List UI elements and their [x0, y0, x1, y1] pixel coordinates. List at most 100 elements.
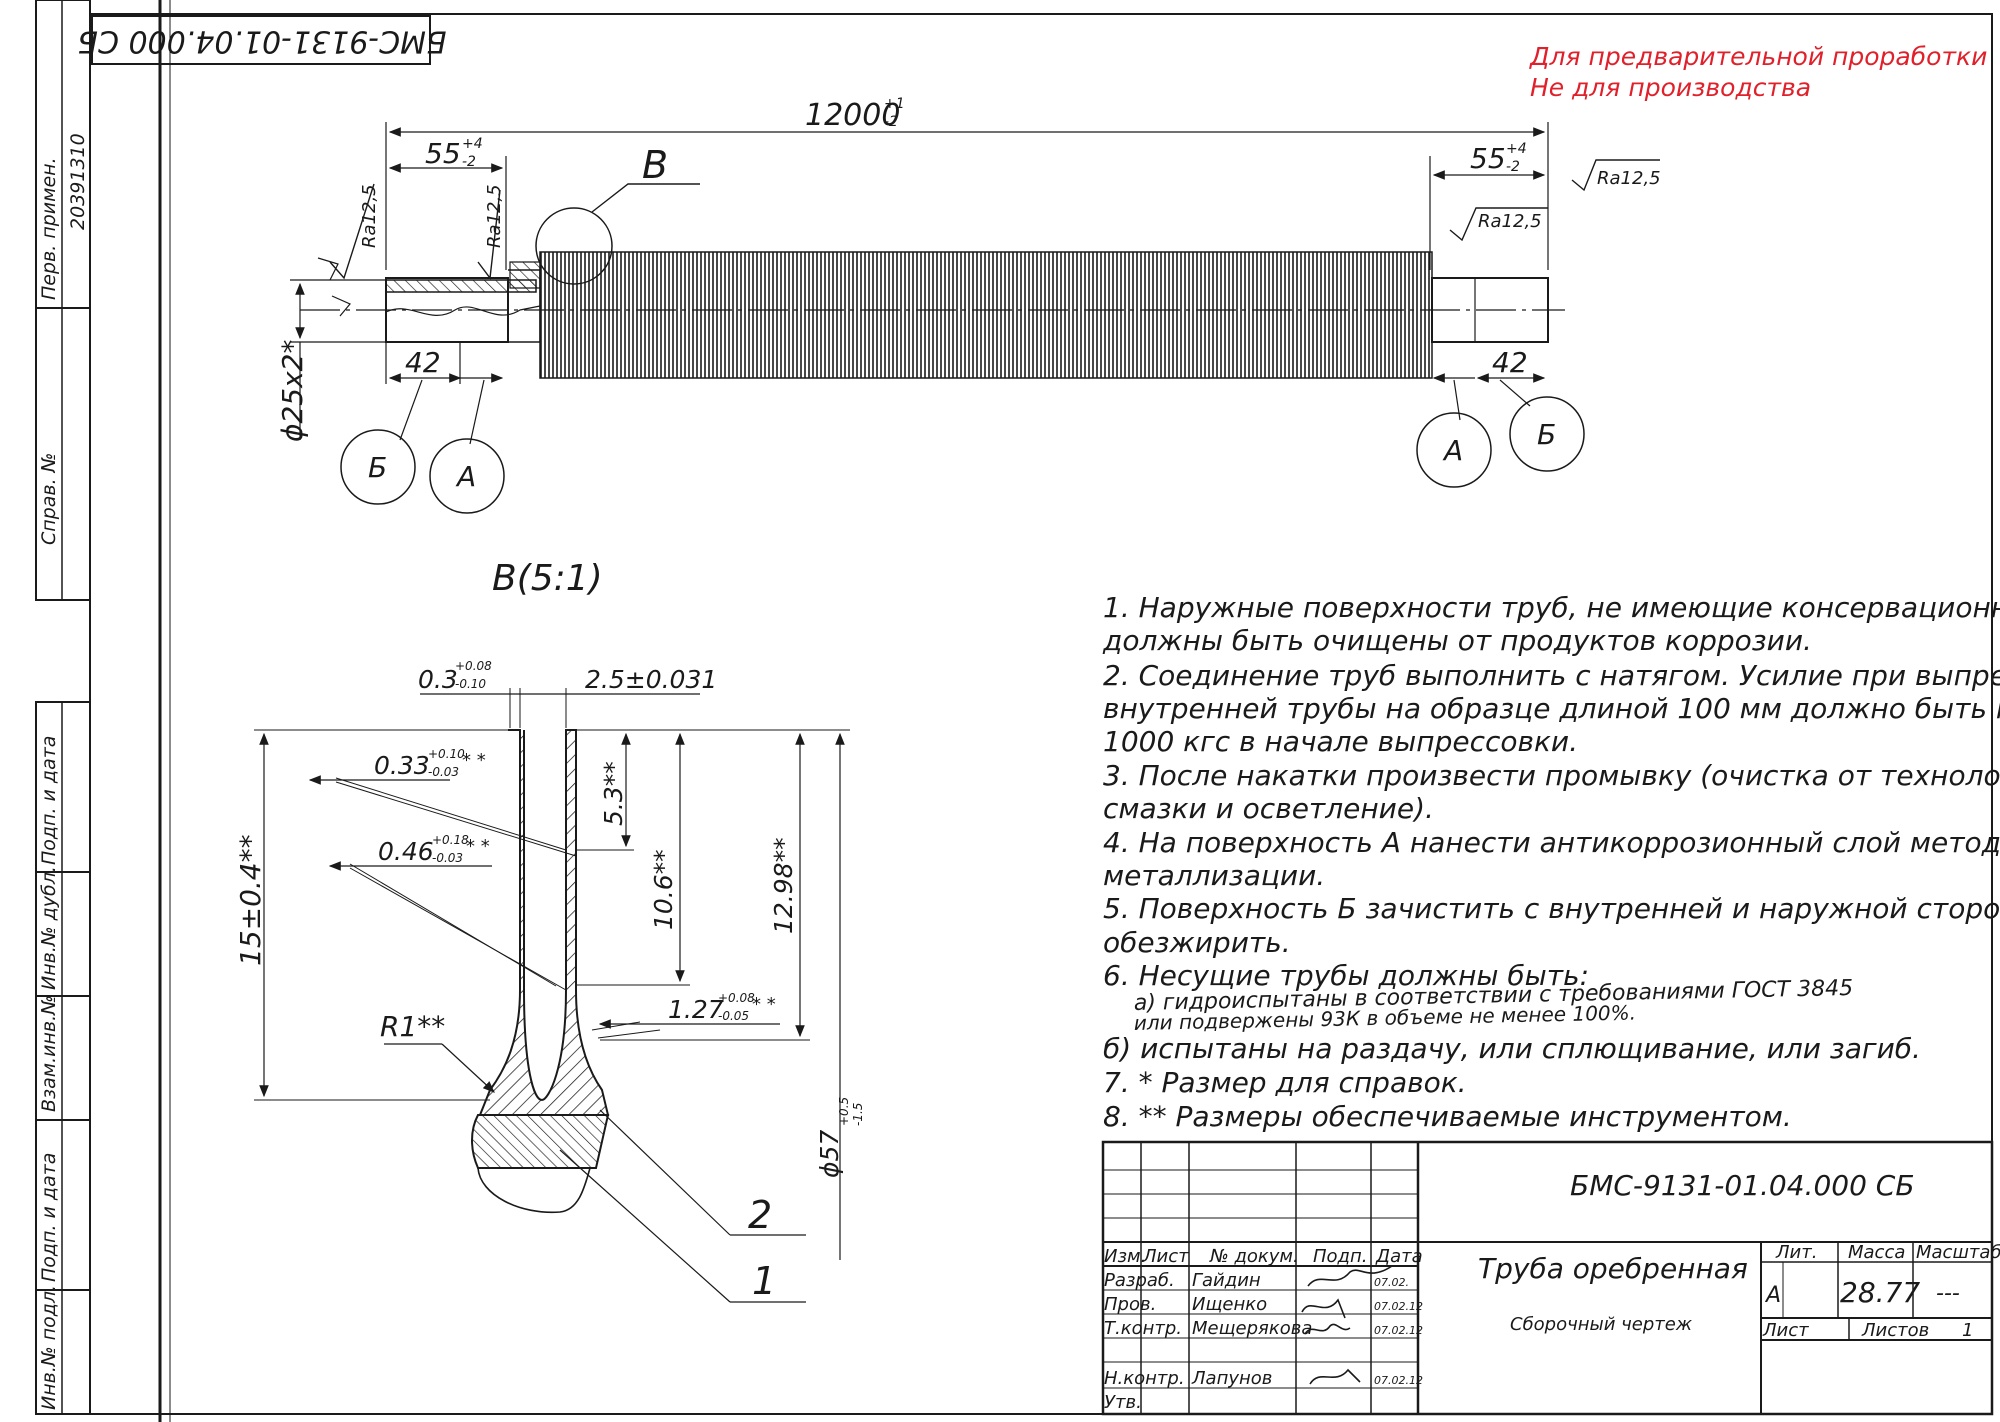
name-nkontr: Лапунов [1191, 1368, 1272, 1389]
balloon-1: 1 [752, 1259, 776, 1303]
sheets-value: 1 [1962, 1320, 1973, 1341]
row-nkontr: Н.контр. [1104, 1368, 1185, 1389]
hdr-podp: Подп. [1313, 1246, 1367, 1267]
detail-title: В(5:1) [492, 558, 603, 599]
hdr-list: Лист [1142, 1246, 1189, 1267]
dim-10-6: 10.6** [649, 849, 678, 930]
dim-0-3: 0.3 [418, 665, 458, 694]
balloon-a-left: А [455, 460, 476, 493]
vzam-inv-label: Взам.инв.№ [38, 995, 60, 1112]
drawing-number-box: БМС-9131-01.04.000 СБ [77, 15, 447, 65]
dim-1-27-mark: * * [752, 994, 776, 1015]
overall-length: 12000 [805, 98, 900, 133]
signature-prov [1301, 1298, 1346, 1319]
note-line: 1000 кгс в начале выпрессовки. [1103, 725, 1578, 758]
row-prov: Пров. [1104, 1294, 1156, 1315]
date-tkontr: 07.02.12 [1374, 1324, 1423, 1337]
perv-primen-label: Перв. примен. [38, 157, 60, 300]
note-line: 3. После накатки произвести промывку (оч… [1103, 759, 2000, 792]
hdr-data: Дата [1375, 1246, 1423, 1267]
hdr-izm: Изм. [1104, 1246, 1146, 1267]
date-nkontr: 07.02.12 [1374, 1374, 1423, 1387]
dim-57-dn: -1.5 [851, 1103, 865, 1126]
note-line: 7. * Размер для справок. [1103, 1066, 1467, 1099]
dim-r1: R1** [380, 1010, 445, 1043]
podp-data-label-1: Подп. и дата [38, 736, 60, 865]
dim-57: ϕ57 [815, 1130, 844, 1178]
note-line: 2. Соединение труб выполнить с натягом. … [1103, 659, 2000, 692]
signature-razrab [1307, 1265, 1393, 1287]
dim-12-98: 12.98** [769, 837, 798, 934]
inv-podl-label: Инв.№ подл. [38, 1285, 60, 1410]
name-tkontr: Мещерякова [1192, 1318, 1312, 1339]
row-utv: Утв. [1104, 1392, 1142, 1413]
name-razrab: Гайдин [1192, 1270, 1261, 1291]
perv-primen-value: 20391310 [67, 133, 89, 230]
overall-tol-dn: -2 [884, 114, 898, 130]
note-line: смазки и осветление). [1103, 792, 1434, 825]
title-block: БМС-9131-01.04.000 СБ Труба оребренная С… [1101, 1140, 2000, 1416]
end-length-left: 55 [425, 137, 461, 170]
ra-right-1: Ra12,5 [1597, 168, 1661, 189]
note-line: должны быть очищены от продуктов коррози… [1102, 624, 1812, 657]
note-line: 8. ** Размеры обеспечиваемые инструменто… [1103, 1100, 1792, 1133]
dim-0-3-dn: -0.10 [455, 677, 486, 691]
end-tol-up-right: +4 [1506, 141, 1527, 157]
len-42-left: 42 [405, 346, 441, 379]
dim-0-46-up: +0.18 [432, 833, 469, 847]
note-line: б) испытаны на раздачу, или сплющивание,… [1103, 1032, 1921, 1065]
balloon-b-left: Б [368, 451, 387, 484]
stamp-note-line-1: Для предварительной проработки [1529, 42, 1987, 71]
signature-tkontr [1304, 1323, 1351, 1335]
len-42-right: 42 [1492, 346, 1528, 379]
scale-value: --- [1936, 1281, 1960, 1306]
signature-nkontr [1309, 1368, 1361, 1385]
dim-0-33-dn: -0.03 [428, 765, 459, 779]
date-razrab: 07.02. [1374, 1276, 1409, 1289]
note-line: 6. Несущие трубы должны быть: [1103, 959, 1589, 992]
technical-notes: 1. Наружные поверхности труб, не имеющие… [1102, 591, 2000, 1133]
sheets-label: Листов [1861, 1320, 1929, 1341]
note-line: обезжирить. [1103, 926, 1291, 959]
ra-left-1: Ra12,5 [359, 184, 380, 248]
dim-0-33-mark: * * [462, 750, 486, 771]
inv-dubl-label: Инв.№ дубл. [38, 866, 60, 990]
detail-view: В(5:1) 0.3 +0.08 -0.10 2.5±0.031 0.33 +0… [234, 558, 865, 1303]
dim-0-3-up: +0.08 [455, 659, 492, 673]
note-line: внутренней трубы на образце длиной 100 м… [1103, 692, 2000, 725]
note-line: 4. На поверхность А нанести антикоррозио… [1103, 826, 2000, 859]
dim-5-3: 5.3** [599, 761, 628, 826]
dim-1-27-dn: -0.05 [718, 1009, 749, 1023]
balloon-a-right: А [1442, 434, 1463, 467]
hdr-ndok: № докум. [1209, 1246, 1299, 1267]
title-block-code: БМС-9131-01.04.000 СБ [1570, 1169, 1915, 1202]
dim-0-46: 0.46 [378, 837, 434, 866]
dim-0-33: 0.33 [374, 751, 430, 780]
end-length-right: 55 [1470, 142, 1506, 175]
dim-15: 15±0.4** [234, 834, 267, 966]
main-view: 12000 +1 -2 55 +4 -2 55 +4 -2 Ra12,5 Ra1… [276, 96, 1661, 514]
lit-label: Лит. [1775, 1242, 1817, 1263]
title-block-name: Труба оребренная [1478, 1252, 1748, 1285]
balloon-2: 2 [748, 1193, 772, 1237]
dim-1-27: 1.27 [668, 995, 724, 1024]
dim-0-46-mark: * * [466, 836, 490, 857]
dim-57-up: +0.5 [837, 1097, 851, 1126]
balloon-b-right: Б [1537, 418, 1556, 451]
end-tol-dn-left: -2 [462, 154, 476, 170]
dim-0-46-dn: -0.03 [432, 851, 463, 865]
dim-1-27-up: +0.08 [718, 991, 755, 1005]
overall-tol-up: +1 [884, 96, 905, 112]
stamp-note-line-2: Не для производства [1530, 73, 1811, 102]
scale-label: Масштаб [1916, 1242, 2000, 1263]
lit-value: А [1764, 1283, 1781, 1308]
note-line: 5. Поверхность Б зачистить с внутренней … [1103, 892, 2000, 925]
ra-right-2: Ra12,5 [1478, 211, 1542, 232]
row-razrab: Разраб. [1104, 1270, 1175, 1291]
note-line: металлизации. [1103, 859, 1325, 892]
note-line: 1. Наружные поверхности труб, не имеющие… [1103, 591, 2000, 624]
ra-left-2: Ra12,5 [484, 184, 505, 248]
end-tol-dn-right: -2 [1506, 159, 1520, 175]
